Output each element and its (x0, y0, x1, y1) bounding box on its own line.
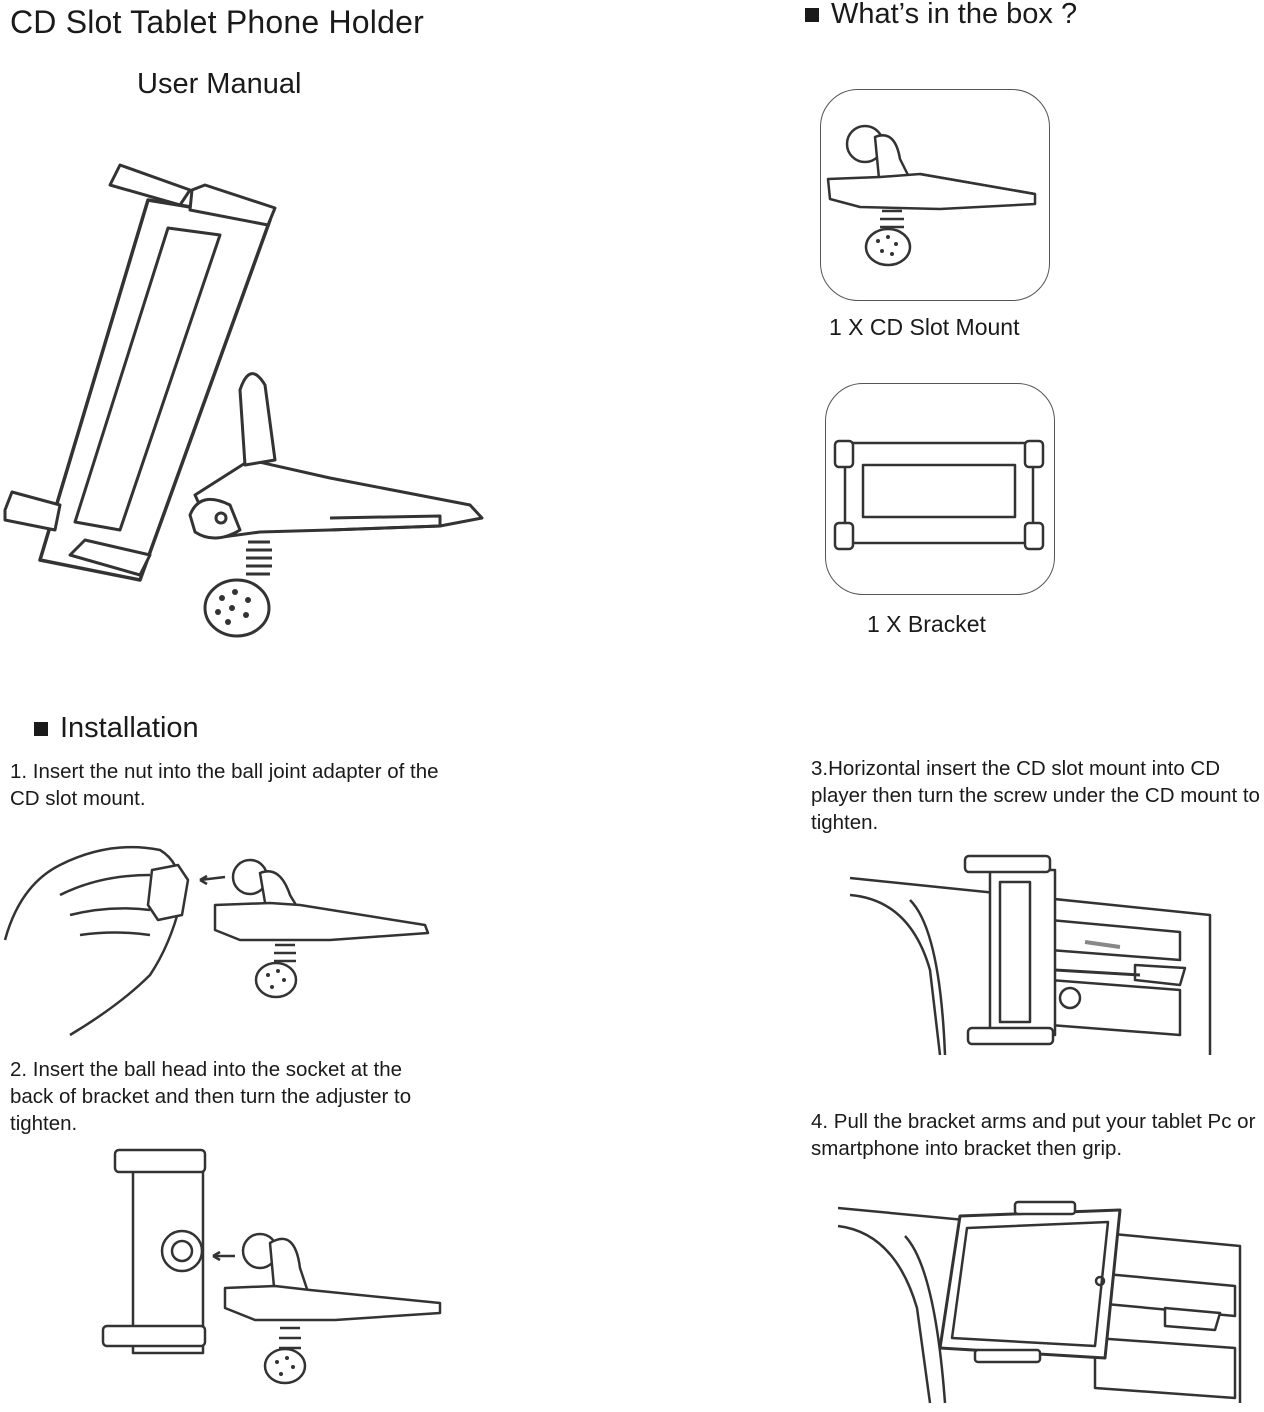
installation-heading-text: Installation (60, 712, 199, 744)
cd-slot-mount-caption: 1 X CD Slot Mount (829, 314, 1020, 340)
step-1-text: 1. Insert the nut into the ball joint ad… (10, 760, 439, 810)
manual-title: CD Slot Tablet Phone Holder (10, 4, 424, 40)
section-bullet-icon (34, 721, 48, 736)
bracket-icon (825, 383, 1053, 593)
step-2-illustration (95, 1148, 445, 1388)
box-contents-heading: What’s in the box ? (805, 0, 1077, 31)
box-contents-heading-text: What’s in the box ? (831, 0, 1078, 30)
step-3-illustration (850, 850, 1215, 1060)
section-bullet-icon (805, 7, 819, 22)
installation-heading: Installation (34, 712, 199, 745)
step-3-text: 3.Horizontal insert the CD slot mount in… (811, 757, 1260, 834)
step-4-text: 4. Pull the bracket arms and put your ta… (811, 1110, 1256, 1160)
bracket-caption: 1 X Bracket (867, 611, 986, 637)
step-2-text: 2. Insert the ball head into the socket … (10, 1058, 412, 1135)
holder-main-illustration (0, 160, 490, 650)
step-4-illustration (835, 1198, 1245, 1408)
step-1-illustration (0, 835, 440, 1040)
cd-slot-mount-icon (820, 89, 1048, 299)
manual-subtitle: User Manual (137, 68, 302, 100)
